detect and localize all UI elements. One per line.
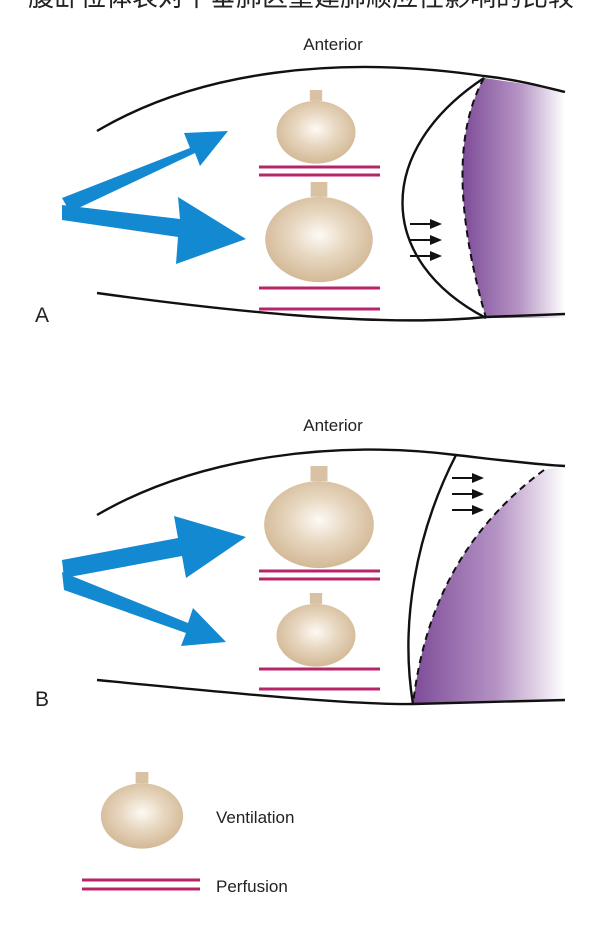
panel-b-body-outline-top xyxy=(96,448,566,517)
panel-b-orientation-label: Anterior xyxy=(303,416,363,435)
perfusion-lines xyxy=(259,569,380,691)
alveolus-icon xyxy=(265,182,373,283)
panel-b-label: B xyxy=(35,688,49,711)
alveolus-icon xyxy=(276,593,356,667)
panel-a-body-outline-bottom xyxy=(96,291,566,322)
panel-b-diaphragm-solid-line xyxy=(407,454,458,705)
panel-a-diaphragm-solid-line xyxy=(401,76,487,320)
alveolus-icon xyxy=(264,466,374,569)
legend-perfusion-label: Perfusion xyxy=(216,877,288,896)
diaphragm-shift-arrows-icon xyxy=(452,473,484,515)
alveolus-icon xyxy=(276,90,356,164)
panel-a-label: A xyxy=(35,304,49,327)
alveolus-icon xyxy=(100,772,184,849)
panel-b-diaphragm-dashed-line xyxy=(412,469,545,705)
panel-a-body-outline-top xyxy=(96,65,566,133)
panel-b: Anterior B xyxy=(35,416,566,711)
panel-b-diaphragm xyxy=(413,466,565,704)
panel-a-orientation-label: Anterior xyxy=(303,35,363,54)
panel-a-diaphragm xyxy=(462,78,565,318)
legend: Ventilation Perfusion xyxy=(82,772,294,896)
perfusion-legend-line xyxy=(82,878,200,891)
panel-a-diaphragm-dashed-line xyxy=(461,77,487,319)
airflow-arrow-icon xyxy=(62,516,246,646)
diaphragm-shift-arrows-icon xyxy=(410,219,442,261)
panel-b-body-outline-bottom xyxy=(96,678,566,706)
panel-a: Anterior A xyxy=(35,35,566,327)
header-text: 腹卧位体表对下垂肺区重建肺顺应性影响的比较 xyxy=(28,0,574,12)
airflow-arrow-icon xyxy=(62,131,246,264)
perfusion-lines xyxy=(259,165,380,311)
legend-ventilation-label: Ventilation xyxy=(216,808,294,827)
